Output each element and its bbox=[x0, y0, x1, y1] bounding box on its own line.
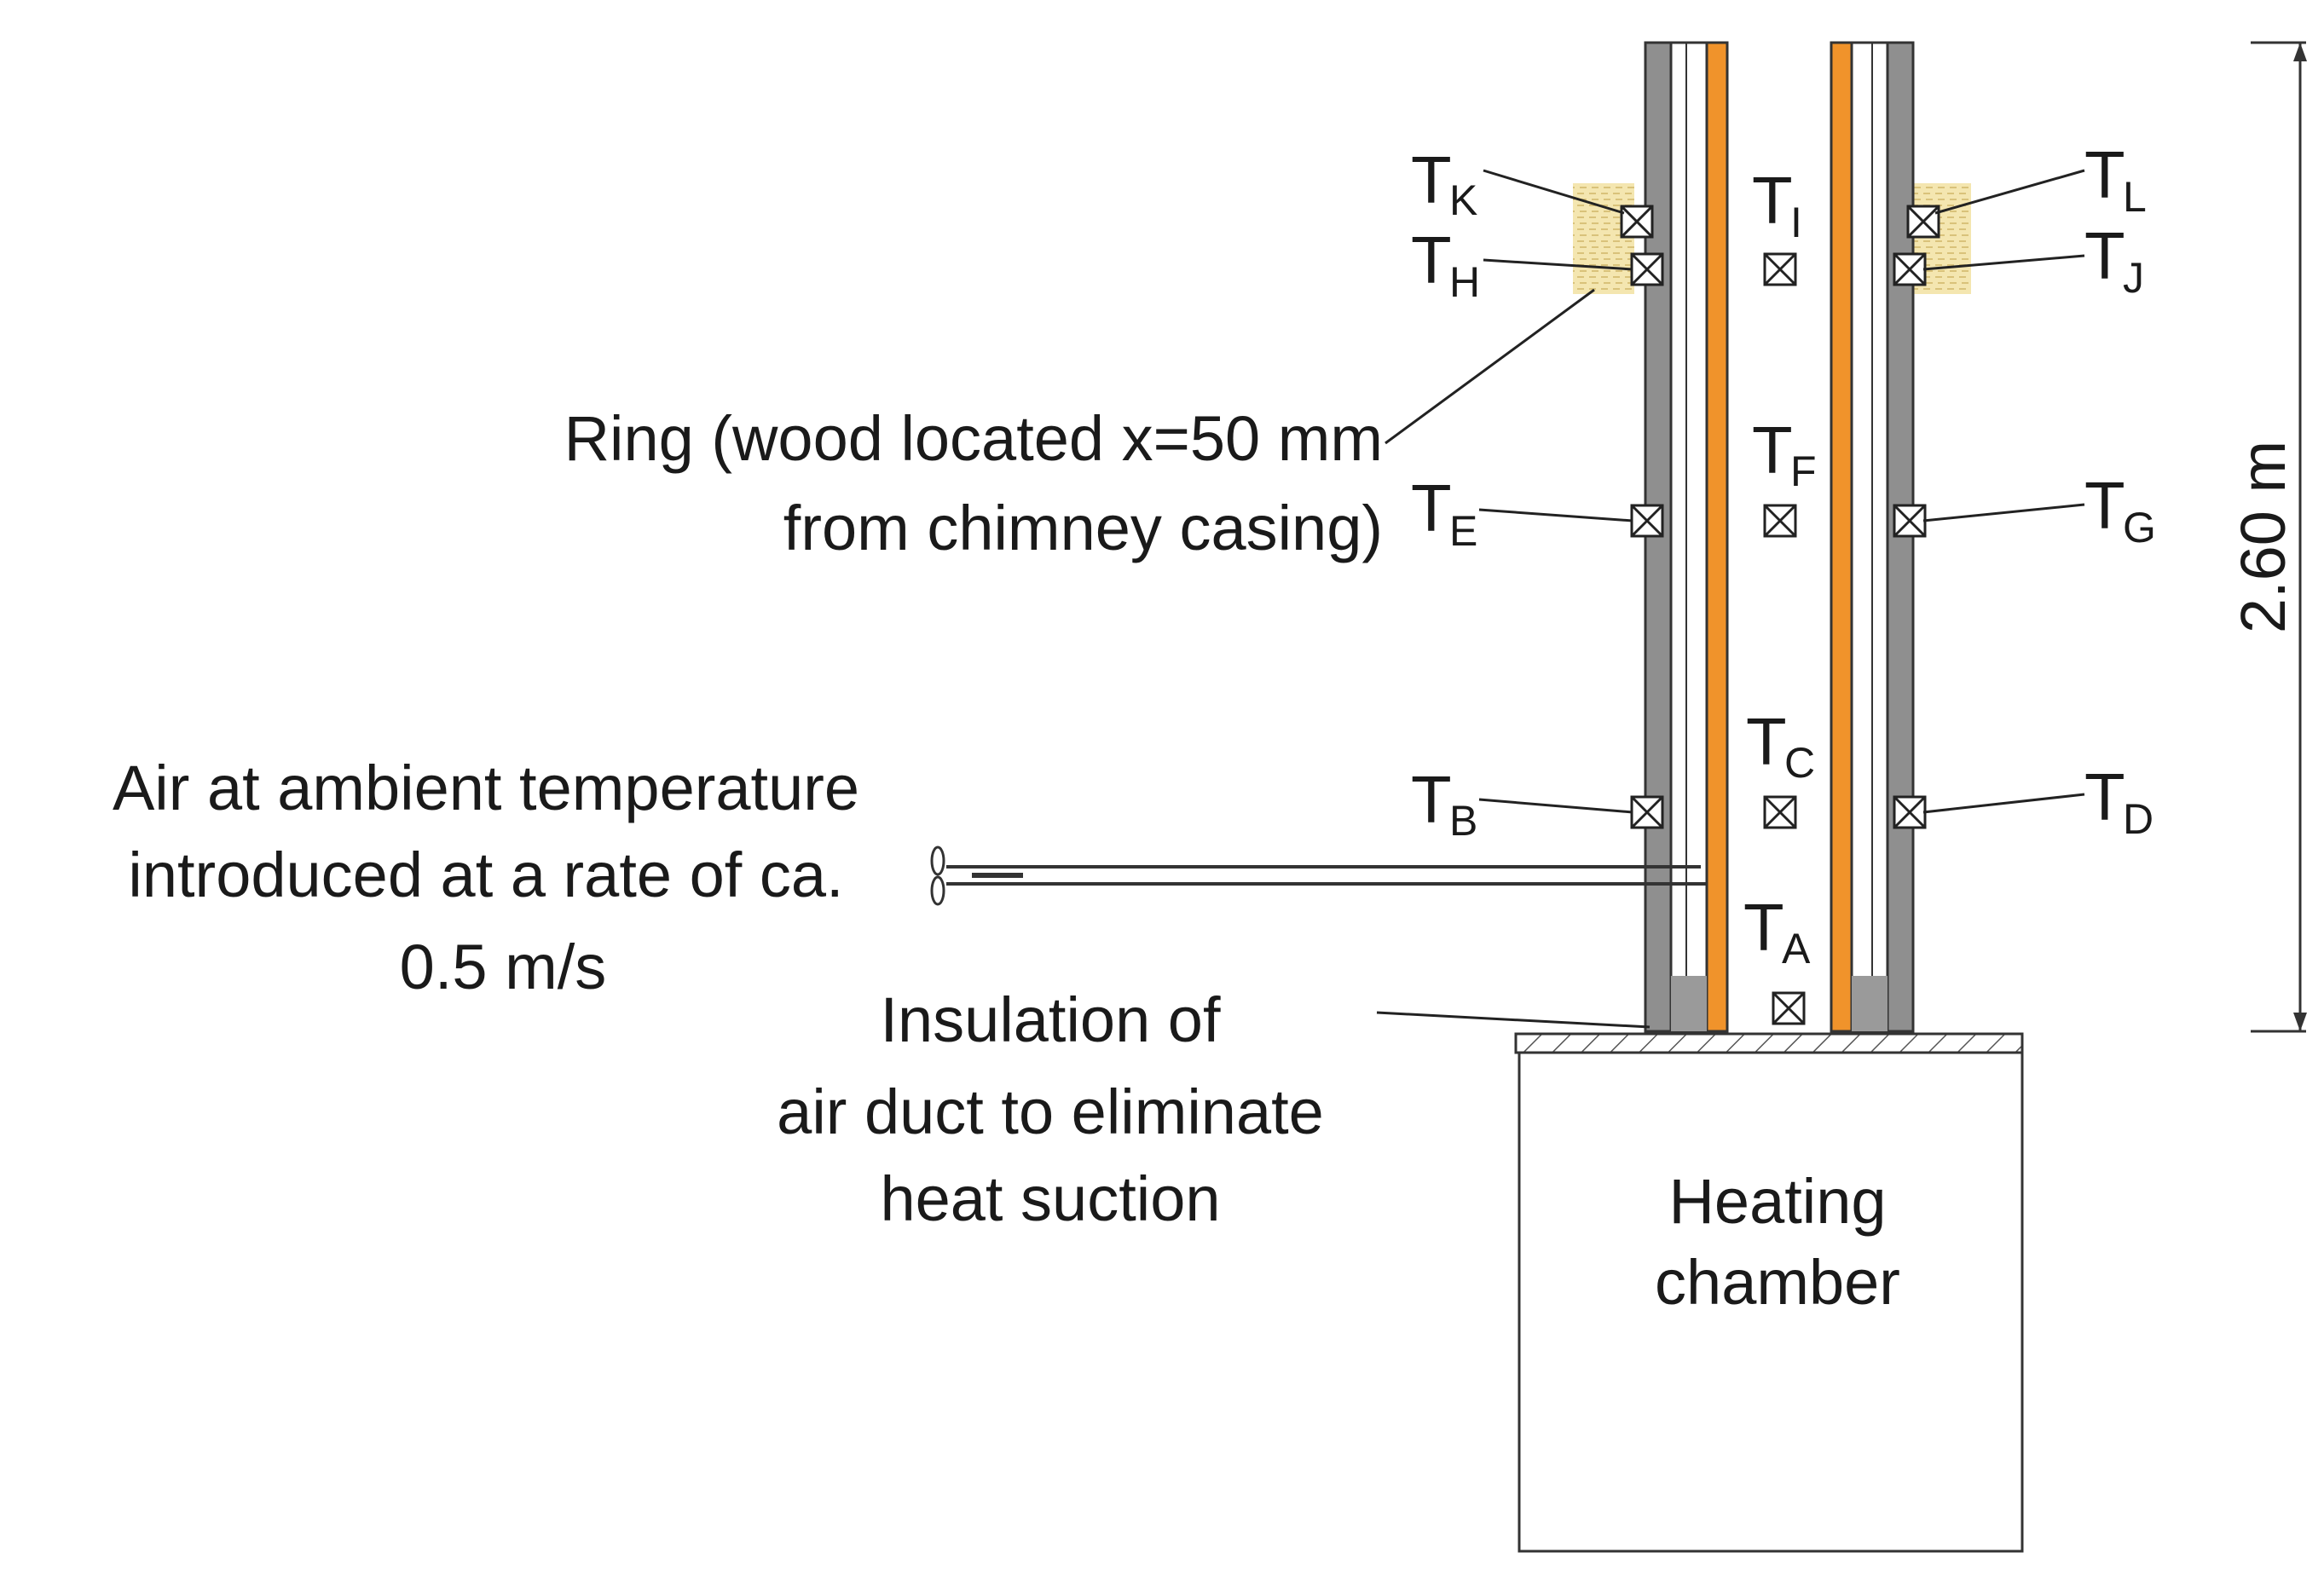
air-annotation-line2: introduced at a rate of ca. bbox=[128, 840, 843, 910]
insulation-annotation-line1: Insulation of bbox=[880, 984, 1220, 1055]
svg-text:G: G bbox=[2123, 504, 2156, 551]
svg-text:F: F bbox=[1790, 447, 1817, 495]
sensor-label-TD: TD bbox=[2084, 759, 2153, 843]
svg-text:T: T bbox=[2084, 759, 2125, 834]
chamber-label-line2: chamber bbox=[1655, 1247, 1900, 1318]
sensor-label-TK: TK bbox=[1411, 142, 1477, 224]
leader-lines bbox=[1376, 169, 2085, 1029]
insulation-annotation-line3: heat suction bbox=[880, 1163, 1220, 1234]
svg-text:T: T bbox=[2084, 137, 2125, 212]
svg-text:T: T bbox=[1752, 163, 1793, 238]
svg-text:T: T bbox=[1746, 704, 1787, 779]
sensor-label-TB: TB bbox=[1411, 762, 1477, 845]
svg-text:L: L bbox=[2123, 173, 2147, 221]
svg-text:H: H bbox=[1449, 258, 1480, 306]
svg-text:T: T bbox=[2084, 218, 2125, 293]
sensor-box-TJ bbox=[1893, 252, 1927, 286]
height-dimension: 2.60 m bbox=[2228, 41, 2307, 1033]
base-plate bbox=[1514, 1032, 2024, 1054]
ring-annotation-line1: Ring (wood located x=50 mm bbox=[564, 403, 1383, 474]
sensor-label-TI: TI bbox=[1752, 163, 1802, 246]
sensor-box-TB bbox=[1630, 795, 1664, 829]
sensor-label-TL: TL bbox=[2084, 137, 2147, 221]
svg-text:T: T bbox=[1411, 762, 1452, 837]
sensor-box-TC bbox=[1763, 795, 1797, 829]
air-pipe bbox=[930, 845, 1707, 906]
sensor-label-TH: TH bbox=[1411, 222, 1480, 306]
svg-text:T: T bbox=[1752, 413, 1793, 488]
sensor-box-TE bbox=[1630, 504, 1664, 538]
svg-text:C: C bbox=[1784, 739, 1815, 787]
svg-text:D: D bbox=[2123, 795, 2153, 843]
sensor-label-TG: TG bbox=[2084, 468, 2156, 551]
insulation-annotation-line2: air duct to eliminate bbox=[777, 1076, 1324, 1147]
svg-text:T: T bbox=[1411, 222, 1452, 297]
sensor-box-TF bbox=[1763, 504, 1797, 538]
air-annotation-line1: Air at ambient temperature bbox=[113, 753, 859, 823]
svg-text:T: T bbox=[1743, 890, 1784, 965]
sensor-box-TI bbox=[1763, 252, 1797, 286]
chimney-wall-right bbox=[1830, 41, 1915, 1033]
svg-text:E: E bbox=[1449, 507, 1477, 555]
svg-text:K: K bbox=[1449, 176, 1477, 224]
svg-text:J: J bbox=[2123, 254, 2144, 302]
sensor-box-TK bbox=[1620, 205, 1654, 239]
heating-chamber-box bbox=[1518, 1051, 2024, 1553]
svg-text:I: I bbox=[1790, 199, 1802, 246]
fan-icon bbox=[930, 845, 945, 876]
sensor-label-TF: TF bbox=[1752, 413, 1817, 495]
svg-text:T: T bbox=[2084, 468, 2125, 543]
ring-annotation-line2: from chimney casing) bbox=[783, 493, 1383, 563]
sensor-label-TE: TE bbox=[1411, 470, 1477, 555]
svg-text:T: T bbox=[1411, 142, 1452, 217]
chamber-label-line1: Heating bbox=[1668, 1166, 1886, 1237]
sensor-box-TD bbox=[1893, 795, 1927, 829]
svg-text:A: A bbox=[1782, 925, 1811, 972]
sensor-label-TC: TC bbox=[1746, 704, 1815, 787]
sensor-label-TJ: TJ bbox=[2084, 218, 2144, 302]
height-label: 2.60 m bbox=[2228, 441, 2298, 633]
sensor-box-TA bbox=[1772, 991, 1806, 1025]
sensor-box-TG bbox=[1893, 504, 1927, 538]
sensor-markers bbox=[1620, 205, 1940, 1025]
svg-text:T: T bbox=[1411, 470, 1452, 545]
air-annotation-line3: 0.5 m/s bbox=[400, 932, 607, 1002]
svg-text:B: B bbox=[1449, 797, 1477, 845]
sensor-box-TL bbox=[1906, 205, 1940, 239]
sensor-label-TA: TA bbox=[1743, 890, 1811, 972]
sensor-box-TH bbox=[1630, 252, 1664, 286]
